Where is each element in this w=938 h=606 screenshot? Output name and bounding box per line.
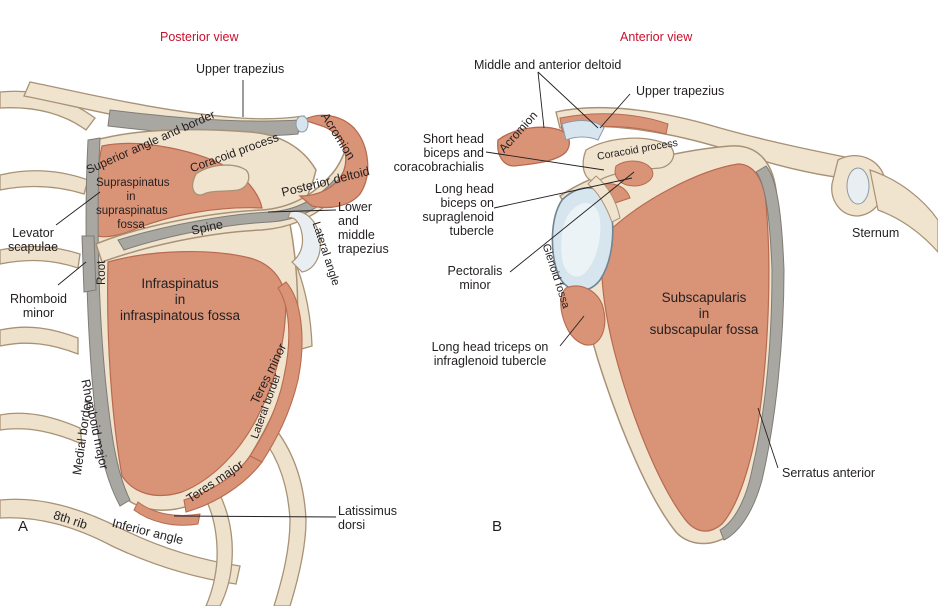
label-triceps-line1: Long head triceps on — [431, 340, 549, 354]
latissimus-dorsi-slip — [133, 501, 201, 526]
manubrium — [869, 169, 938, 253]
label-short-head-line3: coracobrachialis — [393, 160, 484, 174]
label-triceps-line2: infraglenoid tubercle — [433, 354, 547, 368]
label-subscapularis-line3: subscapular fossa — [649, 322, 759, 337]
rhomboid-major-strip — [85, 137, 131, 507]
label-supraspinatus-line2: in — [126, 191, 136, 203]
label-long-head-line4: tubercle — [449, 224, 494, 238]
label-long-head-triceps: Long head triceps on infraglenoid tuberc… — [420, 340, 560, 368]
infraspinatus-muscle — [107, 251, 287, 497]
label-pectoralis-line1: Pectoralis — [447, 264, 503, 278]
label-supraspinatus-line4: fossa — [117, 219, 145, 231]
label-levator-scapulae: Levator scapulae — [8, 226, 58, 254]
label-latissimus-line2: dorsi — [338, 518, 366, 532]
anterior-view-title: Anterior view — [620, 30, 693, 44]
posterior-deltoid-muscle — [298, 114, 369, 209]
label-supraspinatus-line1: Supraspinatus — [96, 177, 170, 189]
label-subscapularis: Subscapularis in subscapular fossa — [640, 290, 768, 338]
scapular-neck — [587, 175, 621, 223]
label-rhomboid-minor-line1: Rhomboid — [10, 292, 67, 306]
glenoid-highlight — [561, 203, 601, 277]
coracoid-posterior — [192, 164, 250, 196]
label-upper-trapezius-a: Upper trapezius — [196, 62, 285, 76]
label-serratus-anterior: Serratus anterior — [782, 466, 876, 480]
label-lower-middle-line1: Lower — [338, 200, 373, 214]
leader-lines-a — [55, 80, 337, 518]
label-rhomboid-minor: Rhomboid minor — [10, 292, 67, 320]
sternoclavicular-surface — [846, 167, 870, 205]
label-short-head-line2: biceps and — [423, 146, 484, 160]
label-root: Root — [96, 260, 108, 285]
glenoid-posterior — [287, 210, 321, 273]
label-lower-middle-line3: middle — [338, 228, 375, 242]
label-short-head-line1: Short head — [422, 132, 484, 146]
teres-major-muscle — [183, 455, 263, 513]
label-infraspinatus-line3: infraspinatous fossa — [119, 308, 241, 323]
label-levator-line1: Levator — [12, 226, 54, 240]
label-pectoralis-line2: minor — [459, 278, 491, 292]
label-lower-middle-line4: trapezius — [338, 242, 389, 256]
label-infraspinatus-line1: Infraspinatus — [141, 276, 219, 291]
label-latissimus-line1: Latissimus — [338, 504, 398, 518]
label-lower-middle-trapezius: Lower and middle trapezius — [338, 200, 389, 256]
label-pectoralis-minor: Pectoralis minor — [440, 264, 510, 292]
label-long-head-biceps: Long head biceps on supraglenoid tubercl… — [404, 182, 494, 238]
label-supraspinatus-line3: supraspinatus — [96, 205, 168, 217]
label-upper-trapezius-b: Upper trapezius — [636, 84, 725, 98]
label-infraspinatus-line2: in — [174, 292, 186, 307]
label-long-head-line3: supraglenoid — [422, 210, 494, 224]
label-long-head-line1: Long head — [434, 182, 494, 196]
label-long-head-line2: biceps on — [440, 196, 494, 210]
label-infraspinatus: Infraspinatus in infraspinatous fossa — [116, 276, 244, 324]
label-levator-line2: scapulae — [8, 240, 59, 254]
posterior-view-title: Posterior view — [160, 30, 239, 44]
label-sternum: Sternum — [852, 226, 900, 240]
rhomboid-minor-strip — [81, 235, 97, 293]
ac-joint — [295, 115, 309, 133]
label-short-head-biceps: Short head biceps and coracobrachialis — [388, 132, 484, 174]
label-subscapularis-line2: in — [698, 306, 710, 321]
ac-joint-anterior — [561, 120, 605, 141]
panel-letter-b: B — [492, 518, 503, 535]
leader-lines-b — [485, 71, 779, 469]
label-supraspinatus: Supraspinatus in supraspinatus fossa — [96, 176, 170, 232]
label-subscapularis-line1: Subscapularis — [661, 290, 747, 305]
serratus-strip — [719, 165, 785, 541]
label-latissimus-dorsi: Latissimus dorsi — [338, 504, 397, 532]
label-rhomboid-minor-line2: minor — [22, 306, 55, 320]
panel-letter-a: A — [18, 518, 29, 535]
subscapularis-muscle — [601, 163, 770, 532]
label-middle-anterior-deltoid: Middle and anterior deltoid — [474, 58, 622, 72]
label-lower-middle-line2: and — [338, 214, 359, 228]
long-head-triceps — [560, 285, 606, 346]
